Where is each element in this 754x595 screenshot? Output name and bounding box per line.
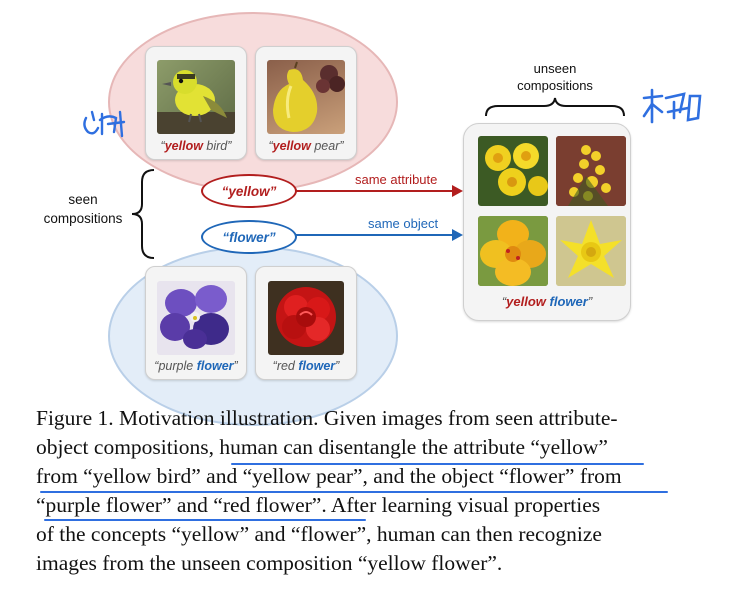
attribute-yellow-pill: “yellow”: [201, 174, 297, 208]
red-flower-photo: [268, 281, 344, 355]
unseen-brace: [485, 97, 625, 117]
handwritten-underline-2: [40, 491, 668, 493]
same-attribute-label: same attribute: [355, 172, 438, 187]
same-attribute-arrowhead: [452, 185, 463, 197]
red-flower-card: “red flower”: [255, 266, 357, 380]
purple-flower-photo: [157, 281, 235, 355]
caption-line: from “yellow bird” and “yellow pear”, an…: [36, 464, 622, 488]
purple-flower-caption: “purple flower”: [154, 359, 238, 373]
yellow-flower-photo-2: [556, 136, 626, 206]
same-attribute-arrow: [295, 190, 453, 192]
figure-caption: Figure 1. Motivation illustration. Given…: [36, 404, 696, 578]
handwritten-note-left: [83, 110, 126, 138]
yellow-pear-card: “yellow pear”: [255, 46, 357, 160]
yellow-pear-caption: “yellow pear”: [268, 139, 344, 153]
red-flower-caption: “red flower”: [272, 359, 340, 373]
handwritten-note-right: [642, 88, 702, 124]
caption-line: object compositions, human can disentang…: [36, 435, 608, 459]
caption-line: “purple flower” and “red flower”. After …: [36, 493, 601, 517]
same-object-arrowhead: [452, 229, 463, 241]
yellow-pear-photo: [267, 60, 345, 134]
caption-line: images from the unseen composition “yell…: [36, 551, 503, 575]
unseen-yellow-flower-caption: “yellow flower”: [501, 294, 593, 309]
handwritten-underline-1: [231, 463, 644, 465]
seen-brace: [131, 169, 155, 259]
yellow-bird-photo: [157, 60, 235, 134]
unseen-yellow-flower-card: “yellow flower”: [463, 123, 631, 321]
handwritten-underline-3: [44, 519, 366, 521]
same-object-arrow: [295, 234, 453, 236]
same-object-label: same object: [368, 216, 439, 231]
yellow-flower-photo-4: [556, 216, 626, 286]
yellow-bird-card: “yellow bird”: [145, 46, 247, 160]
yellow-flower-photo-3: [478, 216, 548, 286]
caption-line: Figure 1. Motivation illustration. Given…: [36, 406, 618, 430]
object-flower-pill: “flower”: [201, 220, 297, 254]
caption-line: of the concepts “yellow” and “flower”, h…: [36, 522, 602, 546]
purple-flower-card: “purple flower”: [145, 266, 247, 380]
seen-compositions-label: seen compositions: [43, 192, 123, 226]
yellow-bird-caption: “yellow bird”: [160, 139, 232, 153]
unseen-compositions-label: unseen compositions: [517, 61, 593, 93]
yellow-flower-photo-1: [478, 136, 548, 206]
